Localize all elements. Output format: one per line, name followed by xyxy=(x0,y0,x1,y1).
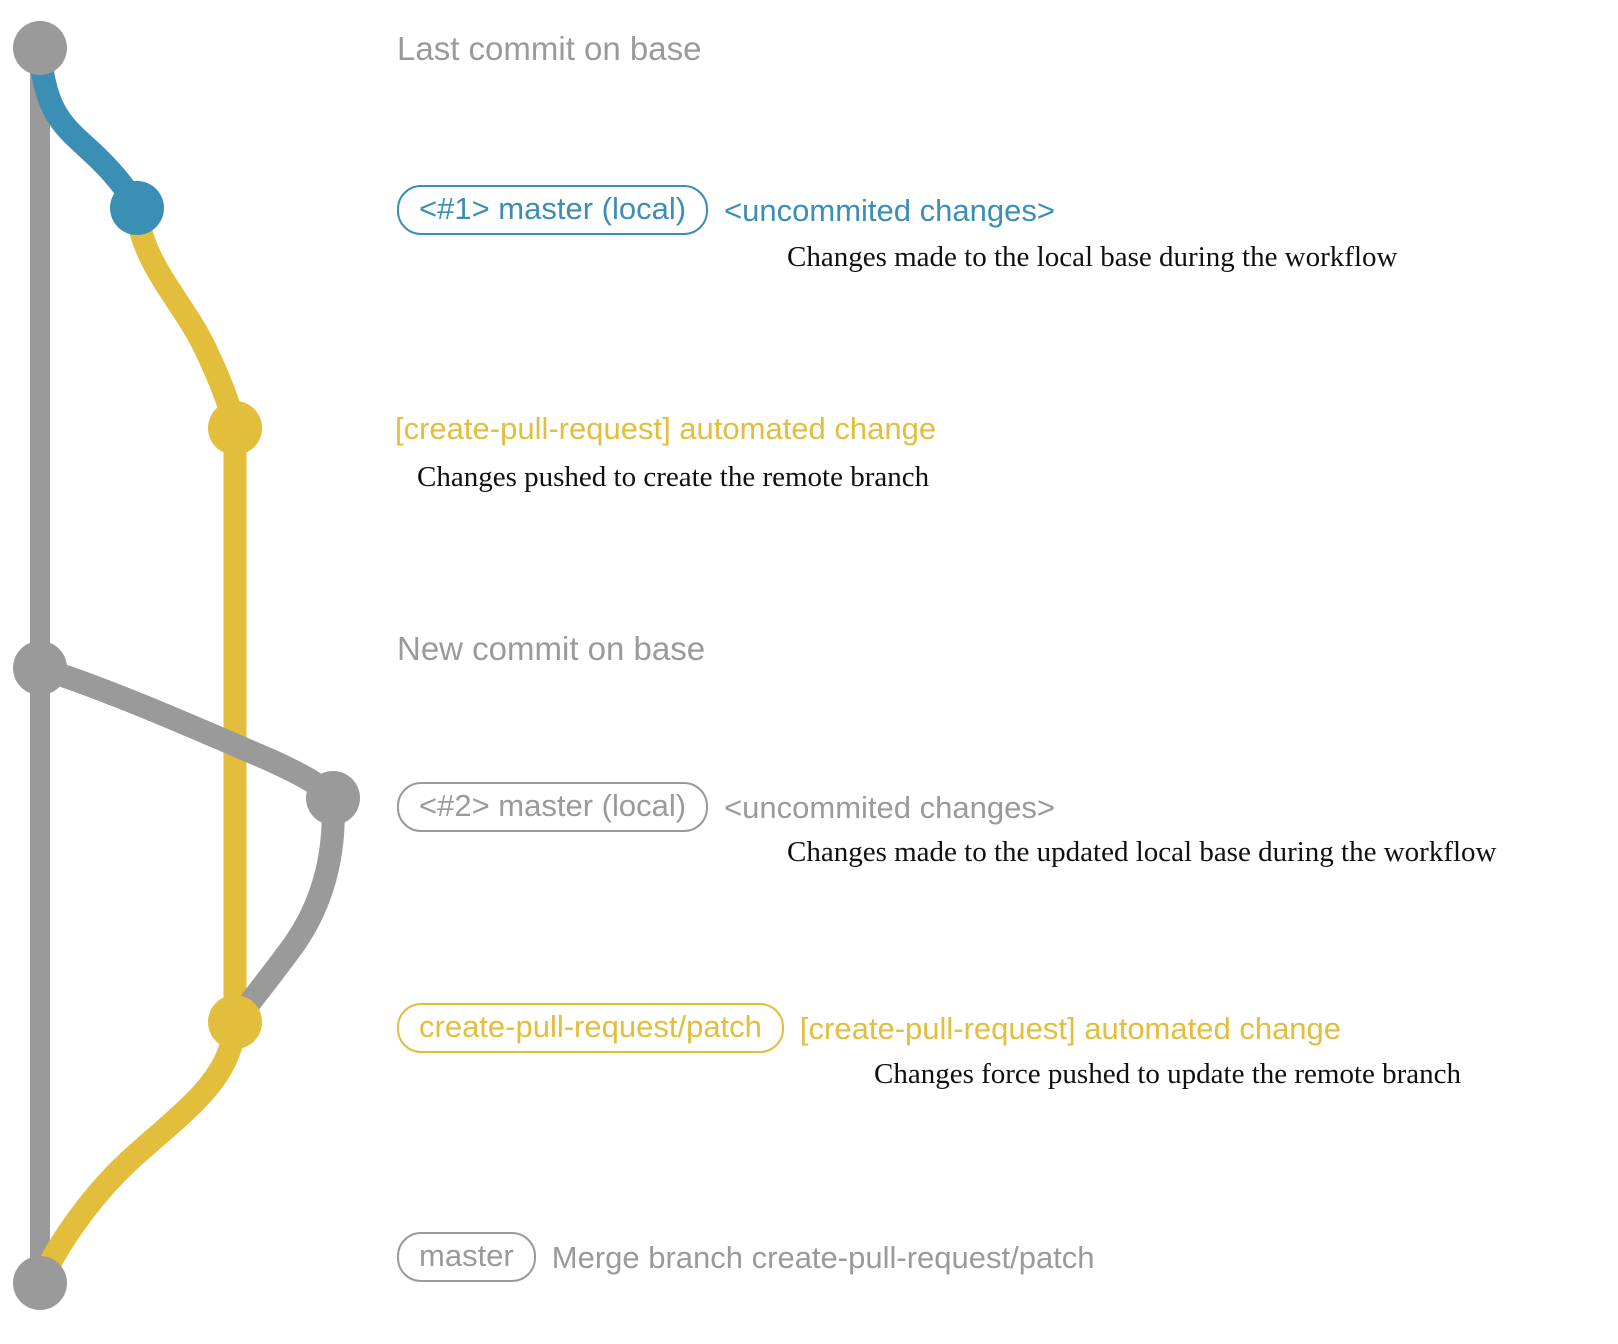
commit-row-automated-change-2: create-pull-request/patch [create-pull-r… xyxy=(397,1003,1341,1053)
commit-node-new-commit-on-base xyxy=(13,641,67,695)
commit-note-master-local-1: Changes made to the local base during th… xyxy=(787,241,1398,273)
branch-badge-master-local-2[interactable]: <#2> master (local) xyxy=(397,782,709,832)
merge-line xyxy=(28,1010,247,1295)
commit-note-automated-change-2: Changes force pushed to update the remot… xyxy=(874,1058,1462,1090)
commit-note-automated-change-1: Changes pushed to create the remote bran… xyxy=(417,461,930,493)
commit-subject-merge: Merge branch create-pull-request/patch xyxy=(551,1239,1095,1275)
commit-subject-new-commit-on-base: New commit on base xyxy=(397,630,706,667)
local-to-remote-line-2 xyxy=(223,786,345,1034)
local-branch-line-1 xyxy=(28,36,149,220)
commit-node-master-local-1 xyxy=(110,181,164,235)
commit-row-master-local-1: <#1> master (local) <uncommited changes> xyxy=(397,185,1055,235)
commit-node-last-commit-on-base xyxy=(13,21,67,75)
commit-note-master-local-2: Changes made to the updated local base d… xyxy=(787,836,1497,868)
branch-badge-master-local-1[interactable]: <#1> master (local) xyxy=(397,185,709,235)
commit-row-master-local-2: <#2> master (local) <uncommited changes> xyxy=(397,782,1055,832)
commit-node-master-local-2 xyxy=(306,771,360,825)
remote-branch-line-1 xyxy=(125,196,247,440)
commit-subject-automated-change-2: [create-pull-request] automated change xyxy=(799,1010,1342,1046)
commit-subject-master-local-2: <uncommited changes> xyxy=(724,789,1055,825)
branch-badge-create-pull-request-patch[interactable]: create-pull-request/patch xyxy=(397,1003,784,1053)
commit-node-automated-change-2 xyxy=(208,995,262,1049)
commit-subject-last-commit-on-base: Last commit on base xyxy=(397,30,702,67)
commit-row-automated-change-1: [create-pull-request] automated change xyxy=(395,413,936,444)
commit-node-automated-change-1 xyxy=(208,401,262,455)
commit-node-merge xyxy=(13,1256,67,1310)
commit-subject-automated-change-1: [create-pull-request] automated change xyxy=(395,411,937,446)
commit-row-merge: master Merge branch create-pull-request/… xyxy=(397,1232,1095,1282)
branch-badge-master[interactable]: master xyxy=(397,1232,536,1282)
commit-subject-master-local-1: <uncommited changes> xyxy=(724,192,1055,228)
local-branch-line-2 xyxy=(28,656,345,810)
